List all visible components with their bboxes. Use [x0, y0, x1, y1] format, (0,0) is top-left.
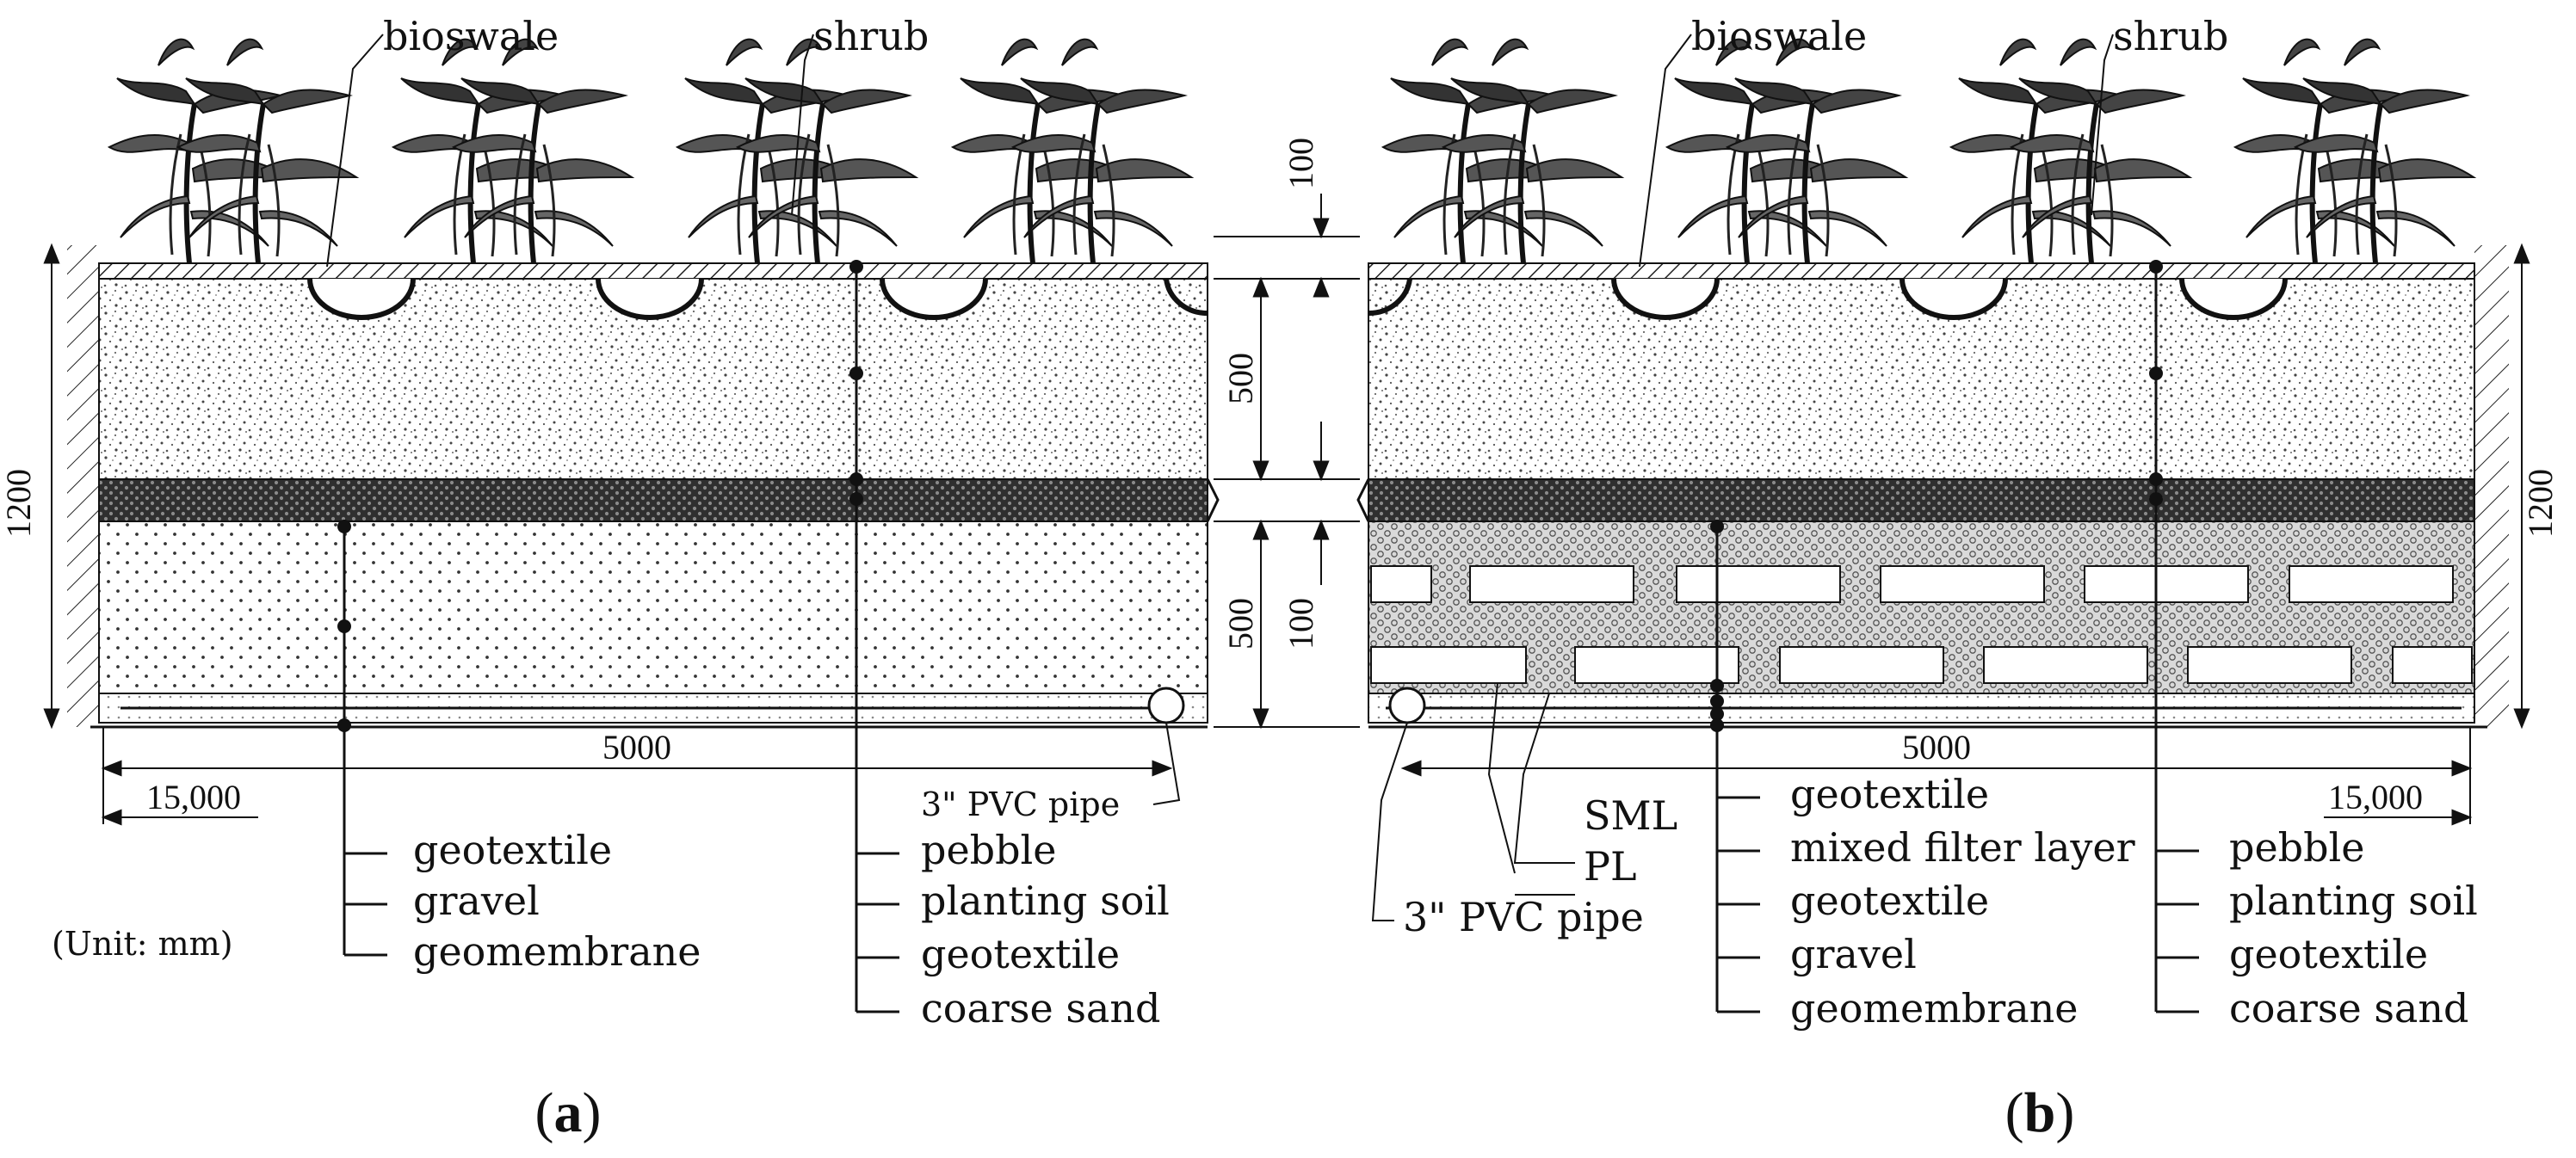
surface-cover-a — [98, 262, 1208, 280]
shrub-plants-b — [1383, 40, 2474, 263]
shrub-callout-a: shrub — [813, 13, 929, 59]
label-gravel-b: gravel — [1790, 931, 1917, 977]
depth-dim-b: 1200 — [2521, 469, 2560, 538]
caption-a: (a) — [535, 1081, 602, 1144]
surface-cover-b — [1368, 262, 2475, 280]
bioswale-callout-b: bioswale — [1691, 13, 1867, 59]
bioswale-callout-a: bioswale — [383, 13, 559, 59]
label-geotextile-a: geotextile — [413, 827, 612, 873]
label-geotextile2-b: geotextile — [1790, 878, 1989, 924]
panel-a: bioswale shrub 1200 5000 15,000 3" PVC p… — [0, 13, 1208, 1144]
layer-leader-right-a — [849, 260, 899, 1013]
label-coarse-sand-b: coarse sand — [2229, 985, 2468, 1032]
dim-lower-500: 500 — [1221, 598, 1260, 650]
ground-right-b — [2474, 245, 2509, 727]
planting-soil-layer-b — [1368, 278, 2475, 480]
pl-tag: PL — [1584, 843, 1637, 890]
ground-left-a — [67, 245, 102, 727]
bioswale-depressions-a — [307, 278, 1208, 320]
depth-dim-a: 1200 — [0, 469, 38, 538]
label-pebble-b: pebble — [2229, 824, 2365, 871]
sml-tag: SML — [1584, 792, 1677, 839]
gravel-layer-a — [98, 520, 1208, 694]
dim-upper-500: 500 — [1221, 353, 1260, 404]
pebble-layer-b — [1368, 478, 2475, 522]
layer-leader-right-b — [2149, 260, 2199, 1013]
center-dimension-column: 100 500 100 500 — [1206, 138, 1370, 730]
side-dim-b: 15,000 — [2328, 778, 2423, 816]
label-geotextile2-a: geotextile — [921, 931, 1120, 977]
pvc-pipe-a — [1147, 687, 1185, 724]
pvc-pipe-label-a: 3" PVC pipe — [921, 785, 1120, 823]
caption-b: (b) — [2005, 1081, 2075, 1144]
label-geomembrane-b: geomembrane — [1790, 985, 2079, 1032]
pvc-pipe-label-b: 3" PVC pipe — [1403, 894, 1644, 940]
shrub-plants-a — [109, 40, 1191, 263]
unit-note: (Unit: mm) — [52, 925, 233, 963]
label-coarse-sand-a: coarse sand — [921, 985, 1160, 1032]
panel-b: bioswale shrub 1200 5000 15,000 3" PVC p… — [1368, 13, 2560, 1144]
label-mixed-filter-layer-b: mixed filter layer — [1790, 824, 2135, 871]
label-geotextile3-b: geotextile — [2229, 931, 2428, 977]
bioswale-depressions-b — [1368, 278, 2288, 320]
layer-leader-left-a — [337, 520, 387, 957]
width-dim-b: 5000 — [1902, 728, 1971, 767]
sml-blocks-b — [1370, 565, 2473, 684]
label-geotextile-b: geotextile — [1790, 771, 1989, 817]
label-gravel-a: gravel — [413, 878, 540, 924]
label-planting-soil-a: planting soil — [921, 878, 1170, 924]
label-geomembrane-a: geomembrane — [413, 928, 701, 975]
width-dim-a: 5000 — [602, 728, 671, 767]
label-pebble-a: pebble — [921, 827, 1057, 873]
layer-leader-mid-b — [1710, 520, 1760, 1013]
shrub-callout-b: shrub — [2113, 13, 2228, 59]
label-planting-soil-b: planting soil — [2229, 878, 2478, 924]
side-dim-a: 15,000 — [146, 778, 241, 816]
pvc-pipe-b — [1388, 687, 1426, 724]
dim-top-100: 100 — [1282, 138, 1320, 189]
dim-mid-100: 100 — [1282, 598, 1320, 650]
pebble-layer-a — [98, 478, 1208, 522]
